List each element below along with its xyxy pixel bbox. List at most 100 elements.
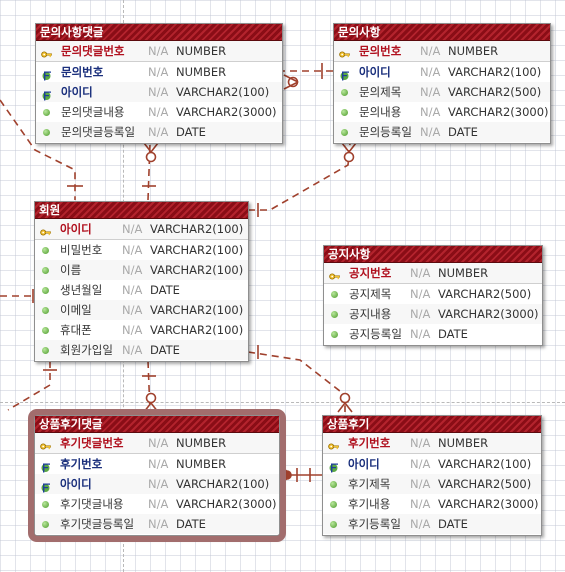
column-type: VARCHAR2(3000): [438, 307, 539, 321]
column-null: N/A: [122, 263, 143, 277]
foreign-key-icon: [339, 67, 350, 81]
column-null: N/A: [148, 105, 169, 119]
column-dot-icon: [42, 267, 49, 274]
entity-title[interactable]: 문의사항댓글: [36, 24, 282, 41]
entity-title[interactable]: 공지사항: [324, 246, 542, 263]
column-name: 휴대폰: [60, 323, 92, 337]
page-break-horizontal: [0, 402, 565, 403]
column-row[interactable]: 후기내용 N/A VARCHAR2(3000): [323, 494, 541, 514]
column-name: 문의내용: [359, 105, 402, 119]
column-null: N/A: [148, 125, 169, 139]
column-name: 후기등록일: [348, 517, 401, 531]
column-name: 후기번호: [60, 457, 103, 471]
column-dot-icon: [42, 521, 49, 528]
column-dot-icon: [341, 129, 348, 136]
entity-title[interactable]: 문의사항: [334, 24, 550, 41]
column-type: NUMBER: [176, 65, 227, 79]
column-dot-icon: [43, 129, 50, 136]
entity-title[interactable]: 회원: [35, 202, 248, 219]
column-null: N/A: [148, 457, 169, 471]
column-null: N/A: [420, 44, 441, 58]
foreign-key-icon: [41, 67, 52, 81]
column-dot-icon: [42, 501, 49, 508]
column-null: N/A: [420, 105, 441, 119]
column-null: N/A: [122, 283, 143, 297]
column-type: NUMBER: [438, 266, 489, 280]
column-dot-icon: [330, 501, 337, 508]
foreign-key-icon: [41, 87, 52, 101]
column-type: VARCHAR2(100): [176, 477, 270, 491]
column-null: N/A: [122, 303, 143, 317]
column-type: DATE: [176, 517, 206, 531]
column-name: 후기댓글번호: [60, 436, 124, 450]
foreign-key-icon: [40, 479, 51, 493]
column-type: VARCHAR2(3000): [176, 105, 277, 119]
entity-title[interactable]: 상품후기: [323, 416, 541, 433]
column-row[interactable]: 후기번호 N/A NUMBER: [35, 454, 279, 474]
rel-offscreen-bottom-left: [7, 361, 51, 411]
column-type: VARCHAR2(100): [150, 263, 244, 277]
column-type: VARCHAR2(3000): [176, 497, 277, 511]
column-dot-icon: [330, 481, 337, 488]
column-null: N/A: [122, 243, 143, 257]
column-null: N/A: [410, 457, 431, 471]
column-name: 후기내용: [348, 497, 391, 511]
column-type: NUMBER: [176, 457, 227, 471]
column-type: VARCHAR2(3000): [438, 497, 539, 511]
column-null: N/A: [410, 497, 431, 511]
column-null: N/A: [148, 497, 169, 511]
column-name: 문의번호: [61, 65, 104, 79]
column-name: 아이디: [60, 477, 92, 491]
column-name: 공지내용: [349, 307, 392, 321]
column-name: 생년월일: [60, 283, 103, 297]
entity-title[interactable]: 상품후기댓글: [35, 416, 279, 433]
column-type: DATE: [448, 125, 478, 139]
column-name: 공지등록일: [349, 327, 402, 341]
key-icon: [40, 438, 51, 450]
column-dot-icon: [331, 311, 338, 318]
rel-member-to-review: [247, 351, 346, 412]
column-dot-icon: [331, 291, 338, 298]
column-name: 문의댓글등록일: [61, 125, 136, 139]
column-null: N/A: [122, 222, 143, 236]
